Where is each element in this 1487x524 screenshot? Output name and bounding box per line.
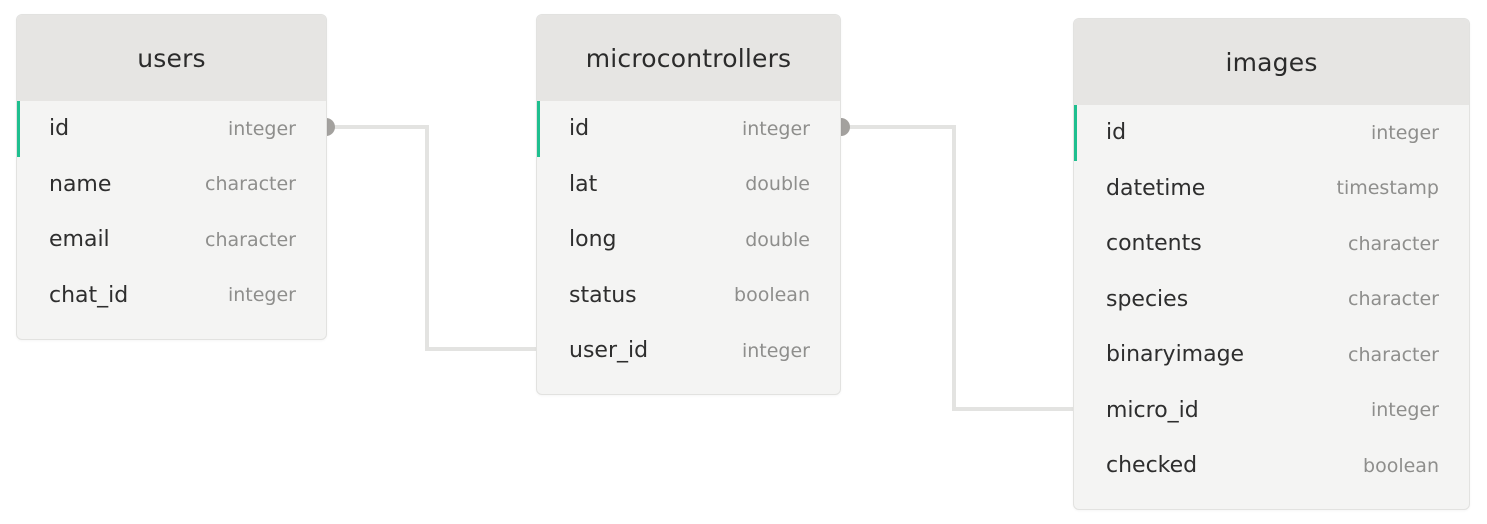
column-name: chat_id [49,282,129,308]
column-type: integer [227,117,296,140]
column-type: character [1348,288,1439,311]
column-row-microcontrollers-long[interactable]: long double [537,212,840,268]
column-type: boolean [1363,454,1439,477]
column-name: checked [1106,453,1198,479]
column-row-microcontrollers-lat[interactable]: lat double [537,157,840,213]
column-name: binaryimage [1106,342,1245,368]
column-row-microcontrollers-user-id[interactable]: user_id integer [537,323,840,379]
column-name: lat [569,171,598,197]
column-row-images-contents[interactable]: contents character [1074,216,1469,272]
column-type: double [745,173,810,196]
column-type: integer [1370,121,1439,144]
relation-microcontrollers-id-to-images-micro-id [845,125,1073,411]
column-type: integer [741,339,810,362]
column-row-users-name[interactable]: name character [17,157,326,213]
column-type: boolean [734,284,810,307]
relation-users-id-to-microcontrollers-user-id [330,125,536,351]
column-row-images-datetime[interactable]: datetime timestamp [1074,161,1469,217]
column-name: datetime [1106,175,1206,201]
column-row-images-checked[interactable]: checked boolean [1074,438,1469,494]
column-name: id [49,116,70,142]
column-type: integer [1370,399,1439,422]
column-type: character [1348,343,1439,366]
relation-endpoint-users-id [326,118,335,136]
table-microcontrollers[interactable]: microcontrollers id integer lat double l… [536,14,841,395]
column-row-images-binaryimage[interactable]: binaryimage character [1074,327,1469,383]
table-title-users: users [17,15,326,101]
column-name: email [49,227,110,253]
column-row-users-email[interactable]: email character [17,212,326,268]
column-name: id [1106,120,1127,146]
table-users[interactable]: users id integer name character email ch… [16,14,327,340]
column-row-images-id[interactable]: id integer [1074,105,1469,161]
column-name: status [569,282,637,308]
column-row-microcontrollers-status[interactable]: status boolean [537,268,840,324]
column-name: long [569,227,617,253]
column-name: name [49,171,112,197]
column-row-images-micro-id[interactable]: micro_id integer [1074,383,1469,439]
column-row-images-species[interactable]: species character [1074,272,1469,328]
column-type: character [205,228,296,251]
column-type: timestamp [1336,177,1440,200]
column-type: double [745,228,810,251]
column-row-microcontrollers-id[interactable]: id integer [537,101,840,157]
column-type: integer [741,117,810,140]
column-name: species [1106,286,1189,312]
column-row-users-id[interactable]: id integer [17,101,326,157]
column-type: character [205,173,296,196]
table-title-images: images [1074,19,1469,105]
column-type: character [1348,232,1439,255]
relation-endpoint-microcontrollers-id [841,118,850,136]
table-images[interactable]: images id integer datetime timestamp con… [1073,18,1470,510]
column-row-users-chat-id[interactable]: chat_id integer [17,268,326,324]
column-type: integer [227,284,296,307]
column-name: micro_id [1106,397,1199,423]
table-title-microcontrollers: microcontrollers [537,15,840,101]
column-name: user_id [569,338,649,364]
column-name: contents [1106,231,1202,257]
column-name: id [569,116,590,142]
